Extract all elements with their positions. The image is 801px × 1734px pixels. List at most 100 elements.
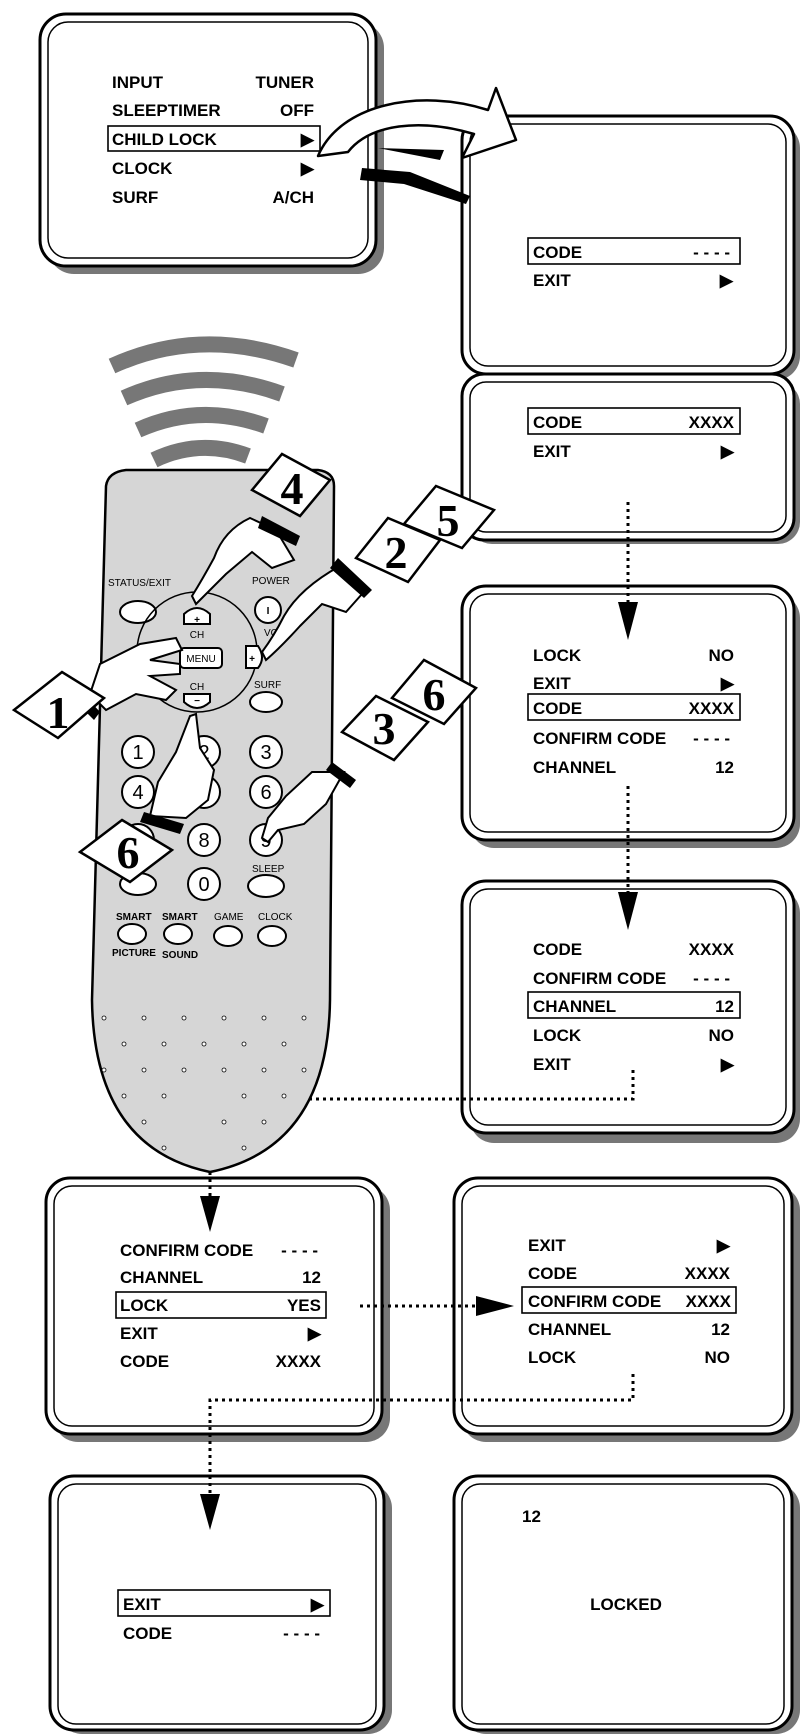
dotted-arrow [618,502,638,640]
step-badge-6-bottom: 6 [77,818,175,884]
hand-icon [190,516,300,606]
highlight-box [527,407,741,435]
speaker-grille [101,1015,307,1151]
highlight-box [107,125,321,152]
menu-row-value: ▶ [720,674,735,693]
digit-label: 0 [198,874,209,896]
menu-row-label: SURF [112,188,158,207]
tv-screen-6: CONFIRM CODE - - - - CHANNEL 12 LOCK YES… [44,1176,390,1442]
dotted-arrow [200,1070,635,1232]
menu-row-label: EXIT [120,1324,158,1343]
menu-row-label: CODE [533,940,582,959]
menu-row-label: LOCK [533,1026,582,1045]
smart-sound-button[interactable] [163,923,193,945]
digit-8-button[interactable] [187,823,221,857]
menu-row-value: XXXX [689,699,735,718]
digit-label: 8 [198,830,209,852]
menu-row-value: ▶ [300,159,315,178]
menu-row-label: LOCK [533,646,582,665]
channel-up-button[interactable] [183,607,211,625]
smart-picture-bottom-label: PICTURE [112,948,156,959]
highlight-box [521,1286,737,1314]
tv-screen-4: LOCK NO EXIT ▶ CODE XXXX CONFIRM CODE - … [460,584,800,848]
menu-row-label: CHANNEL [120,1268,203,1287]
sleep-label: SLEEP [252,864,285,875]
smart-picture-button[interactable] [117,923,147,945]
digit-label: 3 [260,742,271,764]
channel-number: 12 [522,1507,541,1526]
highlight-box [527,237,741,265]
menu-row-label: CHILD LOCK [112,130,218,149]
menu-row-label: CODE [120,1352,169,1371]
locked-status: LOCKED [590,1595,662,1614]
plus-icon: + [249,654,255,665]
highlight-box [527,693,741,721]
ch-down-label: CH [190,682,204,693]
menu-row-value: NO [709,646,735,665]
game-label: GAME [214,912,244,923]
digit-3-button[interactable] [249,735,283,769]
menu-row-label: SLEEPTIMER [112,101,221,120]
menu-row-value: ▶ [300,130,315,149]
menu-row-value: - - - - [281,1241,318,1260]
menu-row-value: TUNER [255,73,314,92]
menu-button[interactable] [179,647,223,669]
power-icon: I [267,606,270,617]
digit-4-button[interactable] [121,775,155,809]
step-badge-1: 1 [11,670,107,740]
digit-6-button[interactable] [249,775,283,809]
menu-row-value: YES [287,1296,321,1315]
smart-picture-top-label: SMART [116,912,152,923]
volume-up-button[interactable] [245,645,263,669]
digit-0-button[interactable] [187,867,221,901]
game-button[interactable] [213,925,243,947]
power-button[interactable] [254,596,282,624]
menu-row-value: XXXX [689,940,735,959]
ch-up-label: CH [190,630,204,641]
menu-row-label: CHANNEL [528,1320,611,1339]
digit-1-button[interactable] [121,735,155,769]
menu-row-value: - - - - [283,1624,320,1643]
menu-row-label: EXIT [533,1055,571,1074]
step-badge-3: 3 [339,694,431,762]
menu-row-label: CLOCK [112,159,173,178]
menu-row-label: CONFIRM CODE [533,729,666,748]
step-number: 2 [385,527,408,578]
menu-row-label: EXIT [533,674,571,693]
menu-row-value: 12 [715,997,734,1016]
step-number: 1 [47,687,70,738]
menu-row-value: NO [709,1026,735,1045]
surf-button[interactable] [249,691,283,713]
menu-row-label: EXIT [533,271,571,290]
step-number: 6 [117,827,140,878]
menu-row-label: CODE [533,243,582,262]
hand-icon [260,558,372,662]
menu-row-value: XXXX [276,1352,322,1371]
menu-row-label: EXIT [123,1595,161,1614]
menu-row-value: NO [705,1348,731,1367]
status-exit-button[interactable] [119,600,157,624]
dotted-arrow [360,1296,514,1316]
step-number: 3 [373,703,396,754]
clock-button[interactable] [257,925,287,947]
menu-label: MENU [186,654,215,665]
channel-down-button[interactable] [183,693,211,709]
step-badge-2: 2 [354,516,442,584]
highlight-box [527,991,741,1019]
menu-row-value: ▶ [720,1055,735,1074]
menu-row-label: CONFIRM CODE [120,1241,253,1260]
status-exit-label: STATUS/EXIT [108,578,171,589]
menu-row-value: ▶ [716,1236,731,1255]
hand-icon [140,712,216,834]
menu-row-value: XXXX [685,1264,731,1283]
menu-row-value: XXXX [686,1292,732,1311]
menu-row-value: OFF [280,101,314,120]
menu-row-value: - - - - [693,729,730,748]
highlight-box [115,1291,327,1319]
plus-icon: + [194,615,200,626]
smart-sound-top-label: SMART [162,912,198,923]
sleep-button[interactable] [247,874,285,898]
menu-row-label: CODE [123,1624,172,1643]
menu-row-label: CODE [533,413,582,432]
step-number: 6 [423,669,446,720]
